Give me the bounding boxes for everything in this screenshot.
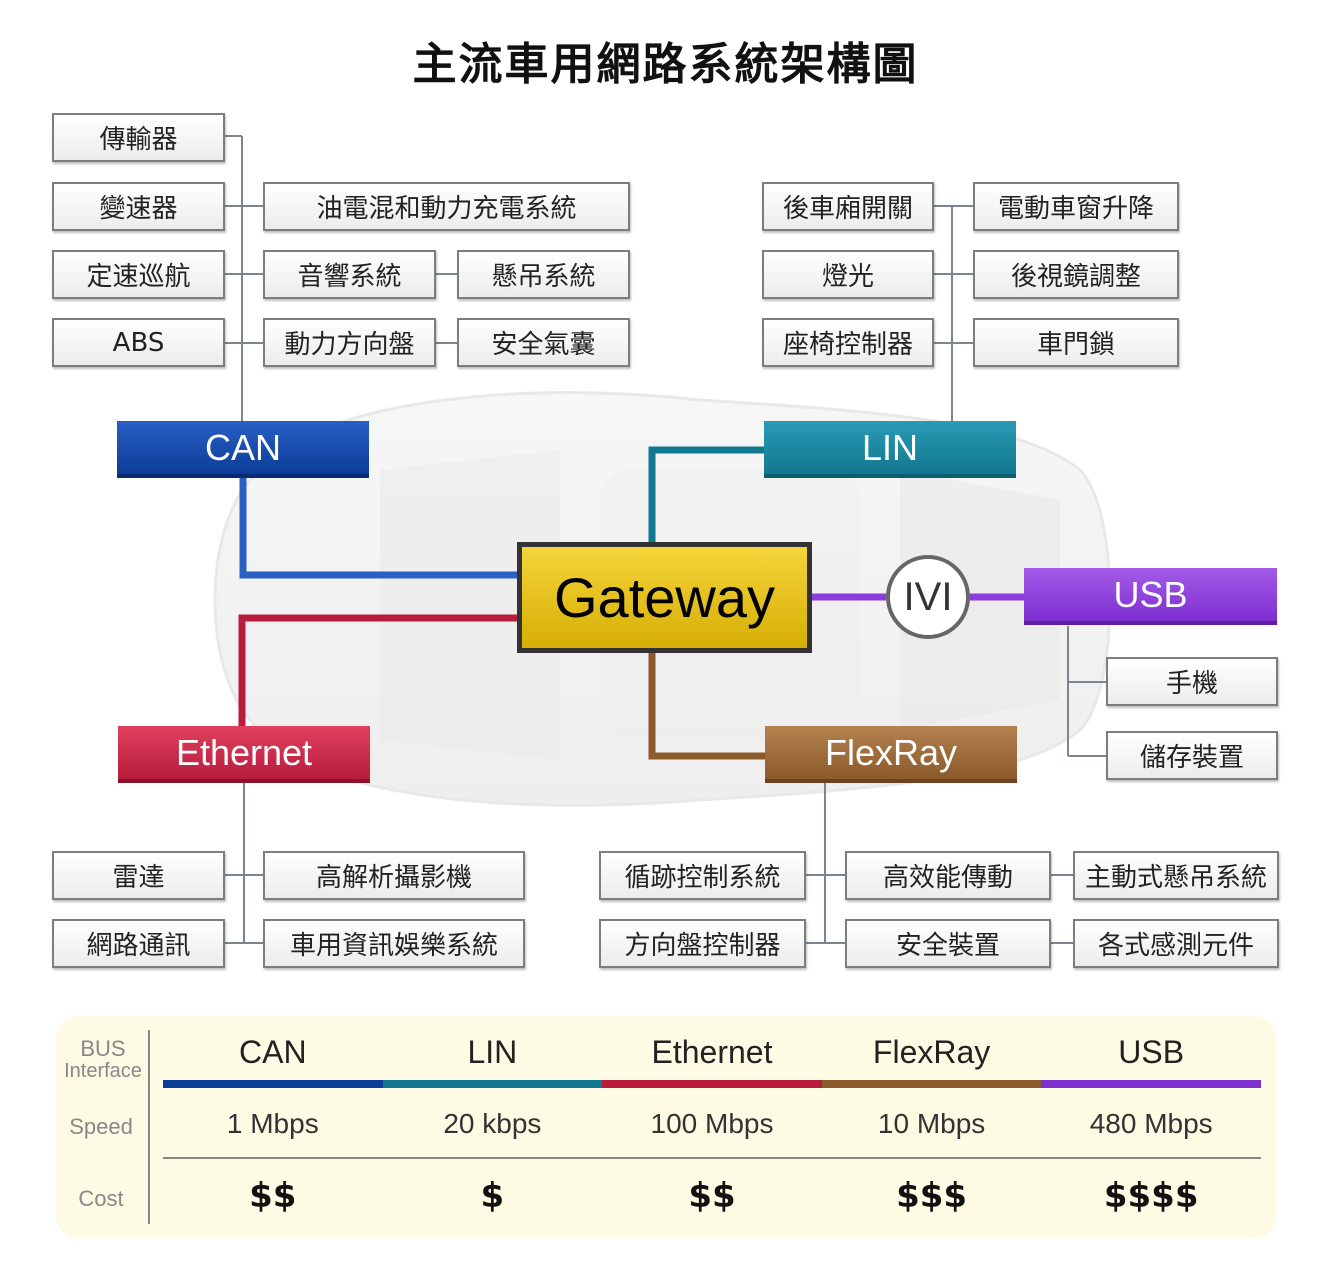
- table-speed-flexray: 10 Mbps: [877, 1108, 986, 1139]
- comparison-table: [56, 1016, 1276, 1238]
- node-mirror-adjust: 後視鏡調整: [973, 250, 1179, 299]
- node-high-perf-drive: 高效能傳動: [845, 851, 1051, 900]
- table-cost-flexray: $$$: [896, 1176, 968, 1216]
- bus-lin: LIN: [764, 421, 1016, 478]
- node-sensors: 各式感測元件: [1073, 919, 1279, 968]
- node-suspension: 懸吊系統: [457, 250, 630, 299]
- node-network-comm: 網路通訊: [52, 919, 225, 968]
- ivi-circle: IVI: [886, 555, 970, 639]
- node-seat-controller: 座椅控制器: [762, 318, 934, 367]
- table-divider-horizontal: [163, 1157, 1261, 1159]
- table-cost-lin: $: [480, 1176, 505, 1216]
- node-audio-system: 音響系統: [263, 250, 436, 299]
- node-radar: 雷達: [52, 851, 225, 900]
- node-airbag: 安全氣囊: [457, 318, 630, 367]
- node-power-window: 電動車窗升降: [973, 182, 1179, 231]
- node-storage-device: 儲存裝置: [1106, 731, 1278, 780]
- node-steering-controller: 方向盤控制器: [599, 919, 806, 968]
- node-cruise-control: 定速巡航: [52, 250, 225, 299]
- node-door-lock: 車門鎖: [973, 318, 1179, 367]
- row-label-bus: BUS: [80, 1036, 126, 1061]
- table-speed-usb: 480 Mbps: [1089, 1108, 1213, 1139]
- bus-ethernet: Ethernet: [118, 726, 370, 783]
- table-header-usb: USB: [1118, 1034, 1185, 1070]
- table-color-bar-lin: [382, 1080, 603, 1088]
- bus-flexray: FlexRay: [765, 726, 1017, 783]
- table-cost-ethernet: $$: [688, 1176, 736, 1216]
- table-speed-lin: 20 kbps: [443, 1108, 542, 1139]
- table-header-can: CAN: [239, 1034, 307, 1070]
- row-label-speed: Speed: [69, 1114, 133, 1139]
- node-abs: ABS: [52, 318, 225, 367]
- table-color-bar-flexray: [821, 1080, 1042, 1088]
- node-transmission: 傳輸器: [52, 113, 225, 162]
- bus-can: CAN: [117, 421, 369, 478]
- node-power-steering: 動力方向盤: [263, 318, 436, 367]
- bus-usb: USB: [1024, 568, 1277, 625]
- table-header-lin: LIN: [467, 1034, 518, 1070]
- table-color-bar-ethernet: [602, 1080, 822, 1088]
- table-cost-can: $$: [249, 1176, 297, 1216]
- node-infotainment: 車用資訊娛樂系統: [263, 919, 525, 968]
- table-header-flexray: FlexRay: [872, 1034, 991, 1070]
- node-lighting: 燈光: [762, 250, 934, 299]
- node-hybrid-charging: 油電混和動力充電系統: [263, 182, 630, 231]
- table-color-bar-can: [163, 1080, 383, 1088]
- node-hd-camera: 高解析攝影機: [263, 851, 525, 900]
- table-speed-ethernet: 100 Mbps: [650, 1108, 774, 1139]
- table-cost-usb: $$$$: [1103, 1176, 1199, 1216]
- row-label-cost: Cost: [78, 1186, 124, 1211]
- table-divider-vertical: [148, 1030, 150, 1224]
- table-header-ethernet: Ethernet: [651, 1034, 773, 1070]
- row-label-interface: Interface: [64, 1060, 142, 1082]
- table-color-bar-usb: [1041, 1080, 1261, 1088]
- node-traction-control: 循跡控制系統: [599, 851, 806, 900]
- node-phone: 手機: [1106, 657, 1278, 706]
- node-gearbox: 變速器: [52, 182, 225, 231]
- table-speed-can: 1 Mbps: [226, 1108, 319, 1139]
- node-safety-device: 安全裝置: [845, 919, 1051, 968]
- page-title: 主流車用網路系統架構圖: [412, 39, 919, 90]
- node-trunk-switch: 後車廂開關: [762, 182, 934, 231]
- gateway-box: Gateway: [517, 542, 812, 653]
- node-active-suspension: 主動式懸吊系統: [1073, 851, 1279, 900]
